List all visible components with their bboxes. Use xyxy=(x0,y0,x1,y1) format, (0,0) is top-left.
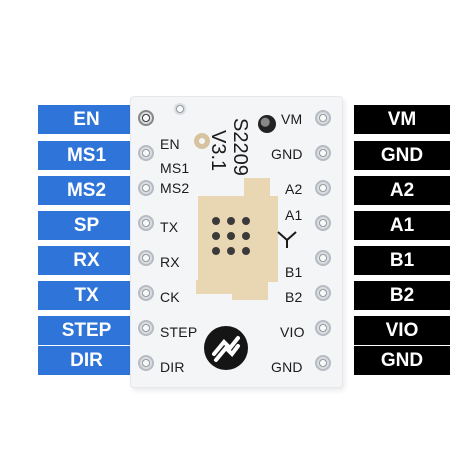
silk-gnd: GND xyxy=(271,146,303,162)
pin-ck-hole xyxy=(138,285,154,301)
label-step: STEP xyxy=(38,316,135,345)
via xyxy=(227,232,235,240)
brand-logo-icon xyxy=(204,326,248,370)
pin-vm-hole xyxy=(315,110,331,126)
via xyxy=(242,217,250,225)
via xyxy=(212,247,220,255)
label-tx: TX xyxy=(38,281,135,310)
via xyxy=(212,217,220,225)
pin-ms1-hole xyxy=(138,145,154,161)
silk-b2: B2 xyxy=(285,289,303,305)
via xyxy=(227,247,235,255)
via xyxy=(242,232,250,240)
label-rx: RX xyxy=(38,246,135,275)
thermal-pad-upper xyxy=(244,178,270,208)
label-a1: A1 xyxy=(354,211,450,240)
silk-gnd-bottom: GND xyxy=(271,359,303,375)
label-ms2: MS2 xyxy=(38,176,135,205)
thermal-pad xyxy=(198,196,278,282)
via xyxy=(212,232,220,240)
via xyxy=(242,247,250,255)
silk-ck: CK xyxy=(160,289,180,305)
label-sp: SP xyxy=(38,211,135,240)
label-vio: VIO xyxy=(354,316,450,345)
pin-step-hole xyxy=(138,320,154,336)
silk-ms2: MS2 xyxy=(160,180,190,196)
silk-dir: DIR xyxy=(160,359,185,375)
pin-vio-hole xyxy=(315,320,331,336)
pin-en-hole xyxy=(138,110,154,126)
board-model: S2209 xyxy=(229,118,251,176)
silk-a1: A1 xyxy=(285,207,303,223)
board-version: V3.1 xyxy=(207,130,229,172)
label-dir: DIR xyxy=(38,346,135,375)
mounting-ring xyxy=(194,133,210,149)
label-a2: A2 xyxy=(354,176,450,205)
pin-gnd2-hole xyxy=(315,355,331,371)
silk-vm: VM xyxy=(281,111,303,127)
pin-ms2-hole xyxy=(138,180,154,196)
label-gnd-bottom: GND xyxy=(354,346,450,375)
silk-a2: A2 xyxy=(285,181,303,197)
pin-a2-hole xyxy=(315,180,331,196)
pin-b1-hole xyxy=(315,250,331,266)
extra-hole xyxy=(174,103,186,115)
via xyxy=(227,217,235,225)
pin-tx-hole xyxy=(138,215,154,231)
potentiometer-component xyxy=(258,115,276,133)
silk-step: STEP xyxy=(160,324,198,340)
silk-ms1: MS1 xyxy=(160,160,190,176)
silk-rx: RX xyxy=(160,254,180,270)
label-gnd-top: GND xyxy=(354,141,450,170)
silk-b1: B1 xyxy=(285,264,303,280)
pin-a1-hole xyxy=(315,215,331,231)
pin-rx-hole xyxy=(138,250,154,266)
silk-tx: TX xyxy=(160,219,179,235)
label-vm: VM xyxy=(354,105,450,134)
silk-en: EN xyxy=(160,136,180,152)
pin-dir-hole xyxy=(138,355,154,371)
label-ms1: MS1 xyxy=(38,141,135,170)
thermal-pad-lower-right xyxy=(232,270,268,300)
coil-fork-icon xyxy=(277,231,297,248)
pin-gnd-hole xyxy=(315,145,331,161)
label-b2: B2 xyxy=(354,281,450,310)
pin-b2-hole xyxy=(315,285,331,301)
label-en: EN xyxy=(38,105,135,134)
silk-vio: VIO xyxy=(280,324,305,340)
label-b1: B1 xyxy=(354,246,450,275)
